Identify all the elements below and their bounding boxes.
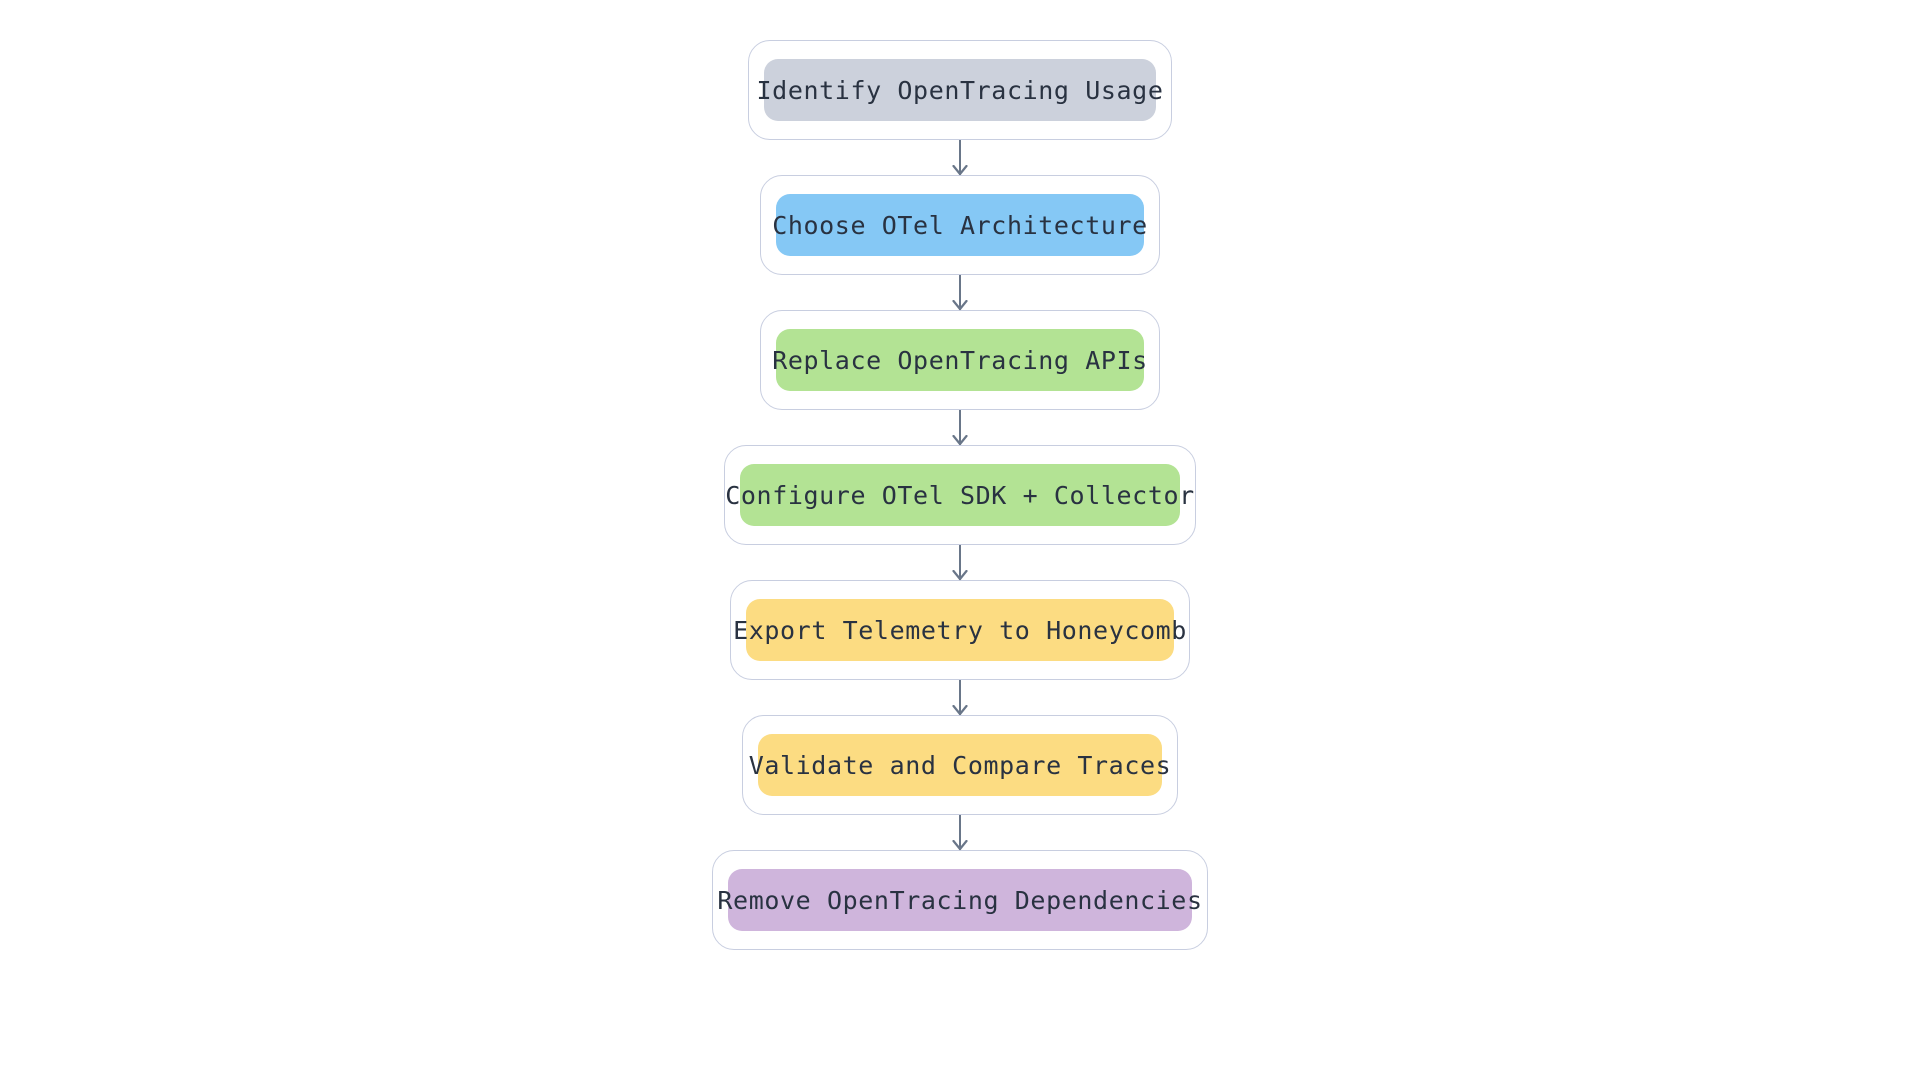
flowchart-node-fill: Export Telemetry to Honeycomb xyxy=(733,599,1186,661)
flowchart-node[interactable]: Configure OTel SDK + Collector xyxy=(724,445,1196,545)
flowchart-edge xyxy=(952,545,968,581)
flowchart-edge-line xyxy=(958,680,962,715)
flowchart-edge-line xyxy=(958,545,962,580)
arrow-down-icon xyxy=(952,435,968,446)
flowchart-node-fill: Replace OpenTracing APIs xyxy=(772,329,1147,391)
arrow-down-icon xyxy=(952,705,968,716)
flowchart-edge xyxy=(952,680,968,716)
flowchart-edge xyxy=(952,275,968,311)
flowchart-node-label: Configure OTel SDK + Collector xyxy=(725,480,1195,510)
flowchart-node-fill: Choose OTel Architecture xyxy=(772,194,1147,256)
flowchart-node-fill: Configure OTel SDK + Collector xyxy=(725,464,1194,526)
flowchart-edge-line xyxy=(958,140,962,175)
arrow-down-icon xyxy=(952,840,968,851)
flowchart-node-fill: Remove OpenTracing Dependencies xyxy=(717,869,1202,931)
flowchart-edge-line xyxy=(958,275,962,310)
flowchart-node[interactable]: Identify OpenTracing Usage xyxy=(748,40,1172,140)
flowchart-node-label: Choose OTel Architecture xyxy=(772,210,1148,240)
flowchart-node-label: Export Telemetry to Honeycomb xyxy=(733,615,1187,645)
flowchart-node-label: Identify OpenTracing Usage xyxy=(756,75,1164,105)
flowchart-node-fill: Identify OpenTracing Usage xyxy=(757,59,1163,121)
arrow-down-icon xyxy=(952,300,968,311)
flowchart-node[interactable]: Validate and Compare Traces xyxy=(742,715,1178,815)
arrow-down-icon xyxy=(952,570,968,581)
flowchart-node[interactable]: Replace OpenTracing APIs xyxy=(760,310,1160,410)
flowchart-node[interactable]: Choose OTel Architecture xyxy=(760,175,1160,275)
flowchart-node[interactable]: Export Telemetry to Honeycomb xyxy=(730,580,1190,680)
flowchart-edge-line xyxy=(958,815,962,850)
flowchart-node-fill: Validate and Compare Traces xyxy=(749,734,1171,796)
flowchart-node[interactable]: Remove OpenTracing Dependencies xyxy=(712,850,1208,950)
flowchart-edge xyxy=(952,410,968,446)
flowchart-edge xyxy=(952,140,968,176)
flowchart-node-label: Replace OpenTracing APIs xyxy=(772,345,1148,375)
flowchart-node-label: Validate and Compare Traces xyxy=(748,750,1172,780)
flowchart-node-label: Remove OpenTracing Dependencies xyxy=(717,885,1203,915)
arrow-down-icon xyxy=(952,165,968,176)
flowchart-edge-line xyxy=(958,410,962,445)
flowchart-edge xyxy=(952,815,968,851)
